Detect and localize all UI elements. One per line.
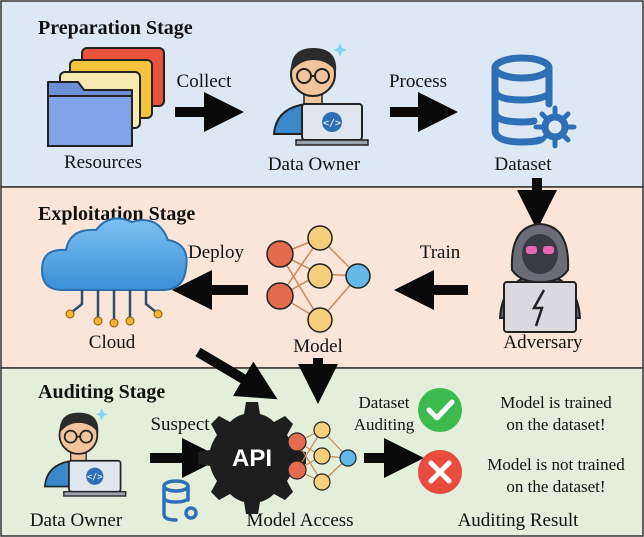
- person-laptop-icon: </>: [272, 43, 369, 146]
- api-gear-icon: API: [198, 402, 306, 514]
- dataset-label: Dataset: [495, 154, 553, 175]
- cloud-to-api-arrow: [195, 347, 278, 400]
- auditing-stage-title: Auditing Stage: [38, 381, 165, 403]
- auditing-result-label: Auditing Result: [458, 510, 580, 531]
- model-label: Model: [293, 336, 343, 357]
- suspect-label: Suspect: [150, 414, 210, 435]
- dataset-auditing-label-line2: Auditing: [354, 415, 415, 434]
- data-owner-label: Data Owner: [268, 154, 361, 175]
- cloud-icon: [40, 217, 188, 328]
- cross-circle-icon: [418, 450, 462, 494]
- deploy-label: Deploy: [188, 242, 244, 263]
- neural-network-icon: [266, 225, 371, 333]
- hacker-icon: [498, 222, 582, 333]
- dataset-auditing-label-line1: Dataset: [359, 393, 410, 412]
- collect-label: Collect: [177, 71, 233, 92]
- exploitation-stage-title: Exploitation Stage: [38, 203, 195, 225]
- svg-text:</>: </>: [323, 118, 341, 129]
- database-gear-icon: [162, 479, 198, 522]
- result-trained-line2: on the dataset!: [506, 415, 605, 434]
- api-text: API: [232, 445, 272, 472]
- folder-stack-icon: [47, 47, 165, 147]
- result-not-trained-line1: Model is not trained: [487, 455, 625, 474]
- model-access-label: Model Access: [246, 510, 353, 531]
- result-trained-line1: Model is trained: [500, 393, 612, 412]
- neural-network-icon: [287, 421, 357, 491]
- database-gear-icon: [491, 54, 577, 149]
- train-label: Train: [420, 242, 461, 263]
- adversary-label: Adversary: [503, 332, 583, 353]
- cloud-label: Cloud: [89, 332, 136, 353]
- person-laptop-icon: </>: [43, 408, 127, 497]
- process-label: Process: [389, 71, 447, 92]
- check-circle-icon: [418, 388, 462, 432]
- svg-text:</>: </>: [87, 473, 103, 483]
- result-not-trained-line2: on the dataset!: [506, 477, 605, 496]
- auditing-data-owner-label: Data Owner: [30, 510, 123, 531]
- preparation-stage-title: Preparation Stage: [38, 17, 193, 39]
- resources-label: Resources: [64, 152, 142, 173]
